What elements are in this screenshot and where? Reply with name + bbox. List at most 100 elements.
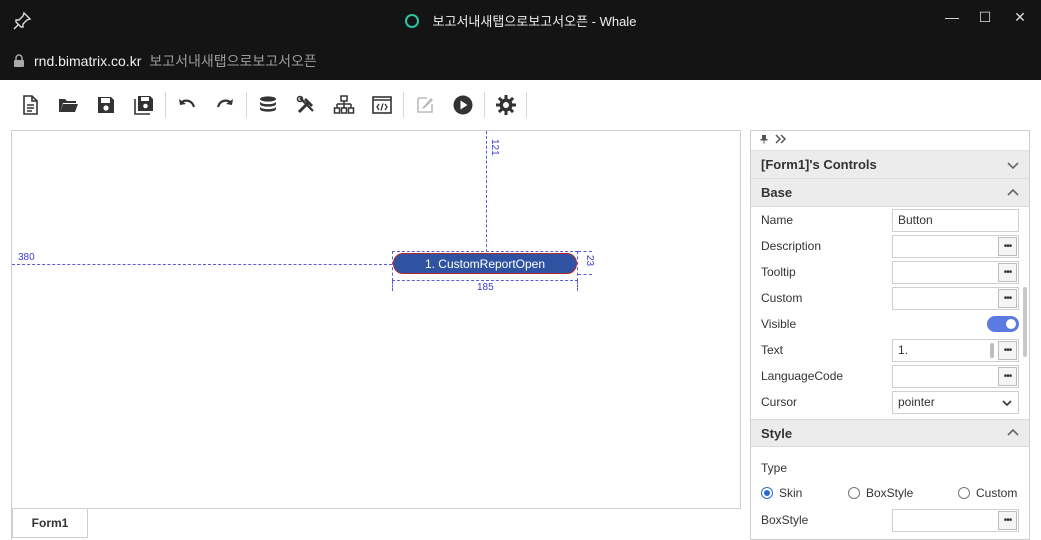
prop-boxstyle-label: BoxStyle [761,513,809,527]
design-canvas[interactable]: 121 380 23 185 1. CustomReportOpen [11,130,741,509]
lock-icon [12,53,26,68]
run-icon[interactable] [451,93,475,117]
prop-languagecode-label: LanguageCode [761,369,844,383]
prop-name: Name Button [751,207,1029,233]
guide-vertical [486,131,487,252]
prop-cursor: Cursor pointer [751,389,1029,415]
radio-boxstyle[interactable]: BoxStyle [848,486,913,500]
pin-panel-icon[interactable] [759,134,769,147]
guide-horizontal [12,264,392,265]
properties-panel: [Form1]'s Controls Base Name Button Desc… [750,130,1030,540]
toolbar-separator [484,92,485,118]
style-section-header[interactable]: Style [751,419,1029,447]
prop-type: Type [751,455,1029,481]
dimension-left: 380 [18,252,35,263]
prop-description: Description ••• [751,233,1029,259]
window-titlebar: 보고서내새탭으로보고서오픈 - Whale — ☐ ✕ [0,0,1041,41]
tooltip-field[interactable]: ••• [892,260,1019,284]
pin-icon[interactable] [12,11,32,31]
hierarchy-icon[interactable] [332,93,356,117]
collapse-panel-icon[interactable] [775,134,787,147]
text-field-resize-handle[interactable] [990,342,994,358]
custom-field[interactable]: ••• [892,286,1019,310]
style-header-title: Style [761,425,793,441]
prop-visible: Visible [751,311,1029,337]
prop-description-label: Description [761,239,822,253]
languagecode-ellipsis-button[interactable]: ••• [998,366,1017,386]
custom-ellipsis-button[interactable]: ••• [998,288,1017,308]
save-icon[interactable] [94,93,118,117]
tab-form1[interactable]: Form1 [12,509,88,538]
designer-toolbar [0,80,1041,130]
address-bar[interactable]: rnd.bimatrix.co.kr 보고서내새탭으로보고서오픈 [0,41,1041,80]
address-host[interactable]: rnd.bimatrix.co.kr [34,52,142,69]
radio-skin[interactable]: Skin [761,486,802,500]
description-ellipsis-button[interactable]: ••• [998,236,1017,256]
selection-width-guide [392,281,578,291]
minimize-button[interactable]: — [945,9,959,25]
visible-toggle[interactable] [987,316,1019,332]
radio-custom[interactable]: Custom [958,486,1017,500]
properties-scrollbar[interactable] [1023,287,1027,357]
prop-name-label: Name [761,213,794,227]
custom-report-open-button[interactable]: 1. CustomReportOpen [393,253,577,274]
radio-boxstyle-dot [848,487,860,499]
description-field[interactable]: ••• [892,234,1019,258]
database-icon[interactable] [256,93,280,117]
prop-text: Text 1.••• [751,337,1029,363]
open-folder-icon[interactable] [56,93,80,117]
prop-boxstyle: BoxStyle ••• [751,507,1029,533]
settings-icon[interactable] [494,93,518,117]
code-view-icon[interactable] [370,93,394,117]
boxstyle-ellipsis-button[interactable]: ••• [998,510,1017,530]
tab-circle-icon [404,13,419,28]
toolbar-separator [526,92,527,118]
name-field[interactable]: Button [892,208,1019,232]
toolbar-separator [165,92,166,118]
languagecode-field[interactable]: ••• [892,364,1019,388]
prop-visible-label: Visible [761,317,797,331]
text-field[interactable]: 1. ••• [892,338,1019,362]
new-document-icon[interactable] [18,93,42,117]
text-ellipsis-button[interactable]: ••• [998,340,1017,360]
window-title: 보고서내새탭으로보고서오픈 - Whale [432,14,637,29]
form-tab-bar: Form1 [11,509,741,540]
prop-cursor-label: Cursor [761,395,798,409]
base-properties: Name Button Description ••• Tooltip ••• … [751,207,1029,415]
cursor-select-value: pointer [898,395,935,409]
radio-skin-dot [761,487,773,499]
chevron-up-icon [1007,188,1019,196]
save-all-icon[interactable] [132,93,156,117]
undo-icon[interactable] [175,93,199,117]
base-section-header[interactable]: Base [751,179,1029,207]
toolbar-separator [403,92,404,118]
dimension-height: 23 [584,255,595,267]
prop-languagecode: LanguageCode ••• [751,363,1029,389]
tools-icon[interactable] [294,93,318,117]
edit-icon[interactable] [413,93,437,117]
prop-type-label: Type [761,461,788,475]
prop-tooltip: Tooltip ••• [751,259,1029,285]
prop-custom: Custom ••• [751,285,1029,311]
chevron-down-icon [1007,161,1019,169]
cursor-select[interactable]: pointer [892,390,1019,414]
selection-outline [392,251,578,281]
text-field-value: 1. [898,343,909,357]
toolbar-separator [246,92,247,118]
dimension-top: 121 [489,139,500,156]
prop-custom-label: Custom [761,291,803,305]
maximize-button[interactable]: ☐ [978,8,992,25]
dimension-width: 185 [477,282,494,293]
controls-header-title: [Form1]'s Controls [761,157,877,172]
boxstyle-field[interactable]: ••• [892,508,1019,532]
type-radio-group: Skin BoxStyle Custom [751,481,1029,507]
redo-icon[interactable] [213,93,237,117]
radio-skin-label: Skin [779,486,803,500]
close-button[interactable]: ✕ [1014,8,1026,25]
radio-custom-dot [958,487,970,499]
tooltip-ellipsis-button[interactable]: ••• [998,262,1017,282]
controls-section-header[interactable]: [Form1]'s Controls [751,151,1029,179]
base-header-title: Base [761,185,793,200]
chevron-down-icon [1002,399,1012,406]
address-page-title[interactable]: 보고서내새탭으로보고서오픈 [149,52,317,69]
